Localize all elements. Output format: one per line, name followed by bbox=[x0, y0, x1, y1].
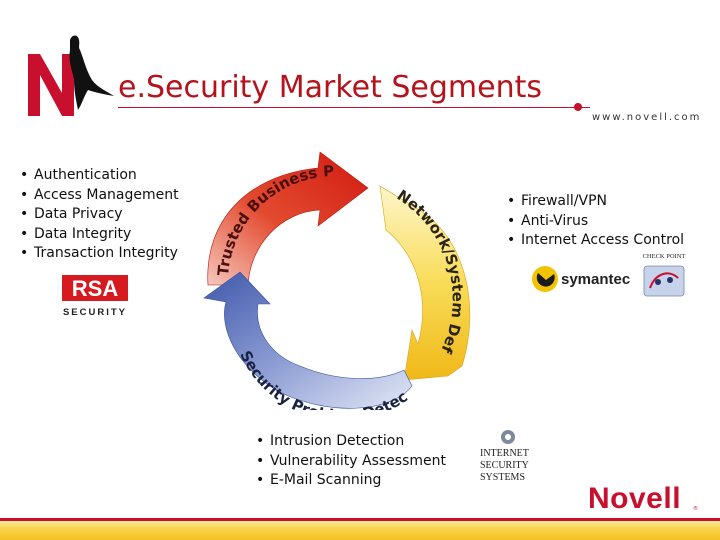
novell-n-logo bbox=[28, 35, 114, 116]
yellow-arrow bbox=[379, 185, 471, 381]
svg-text:SECURITY: SECURITY bbox=[480, 460, 529, 471]
list-item: Internet Access Control bbox=[505, 231, 684, 251]
title-rule bbox=[118, 107, 590, 108]
novell-wordmark: Novell bbox=[588, 482, 682, 515]
list-item: E-Mail Scanning bbox=[254, 471, 446, 491]
right-segment-list: Firewall/VPN Anti-Virus Internet Access … bbox=[505, 192, 684, 251]
iss-logo: INTERNET SECURITY SYSTEMS bbox=[480, 430, 529, 483]
website-url: www.novell.com bbox=[592, 112, 702, 123]
red-arrow bbox=[207, 151, 369, 286]
title-rule-dot bbox=[574, 103, 582, 111]
svg-text:SECURITY: SECURITY bbox=[63, 307, 127, 318]
svg-text:INTERNET: INTERNET bbox=[480, 448, 529, 459]
svg-text:SYSTEMS: SYSTEMS bbox=[480, 472, 525, 483]
blue-arrow bbox=[203, 271, 413, 409]
trademark-mark: ® bbox=[693, 506, 698, 512]
left-segment-list: Authentication Access Management Data Pr… bbox=[18, 166, 179, 264]
list-item: Authentication bbox=[18, 166, 179, 186]
list-item: Data Privacy bbox=[18, 205, 179, 225]
list-item: Vulnerability Assessment bbox=[254, 452, 446, 472]
footer-gradient-bar bbox=[0, 518, 720, 540]
list-item: Transaction Integrity bbox=[18, 244, 179, 264]
svg-text:RSA: RSA bbox=[72, 276, 119, 301]
symantec-logo: symantec. bbox=[532, 266, 630, 292]
bottom-segment-list: Intrusion Detection Vulnerability Assess… bbox=[254, 432, 446, 491]
list-item: Access Management bbox=[18, 186, 179, 206]
checkpoint-logo: CHECK POINT bbox=[643, 253, 686, 297]
svg-text:CHECK POINT: CHECK POINT bbox=[643, 253, 686, 260]
security-cycle-diagram: Trusted Business Process Network/System … bbox=[200, 120, 471, 410]
slide-title: e.Security Market Segments bbox=[118, 70, 543, 105]
list-item: Anti-Virus bbox=[505, 212, 684, 232]
rsa-security-logo: RSA SECURITY bbox=[62, 275, 128, 318]
list-item: Firewall/VPN bbox=[505, 192, 684, 212]
list-item: Data Integrity bbox=[18, 225, 179, 245]
svg-text:symantec.: symantec. bbox=[561, 271, 630, 288]
list-item: Intrusion Detection bbox=[254, 432, 446, 452]
